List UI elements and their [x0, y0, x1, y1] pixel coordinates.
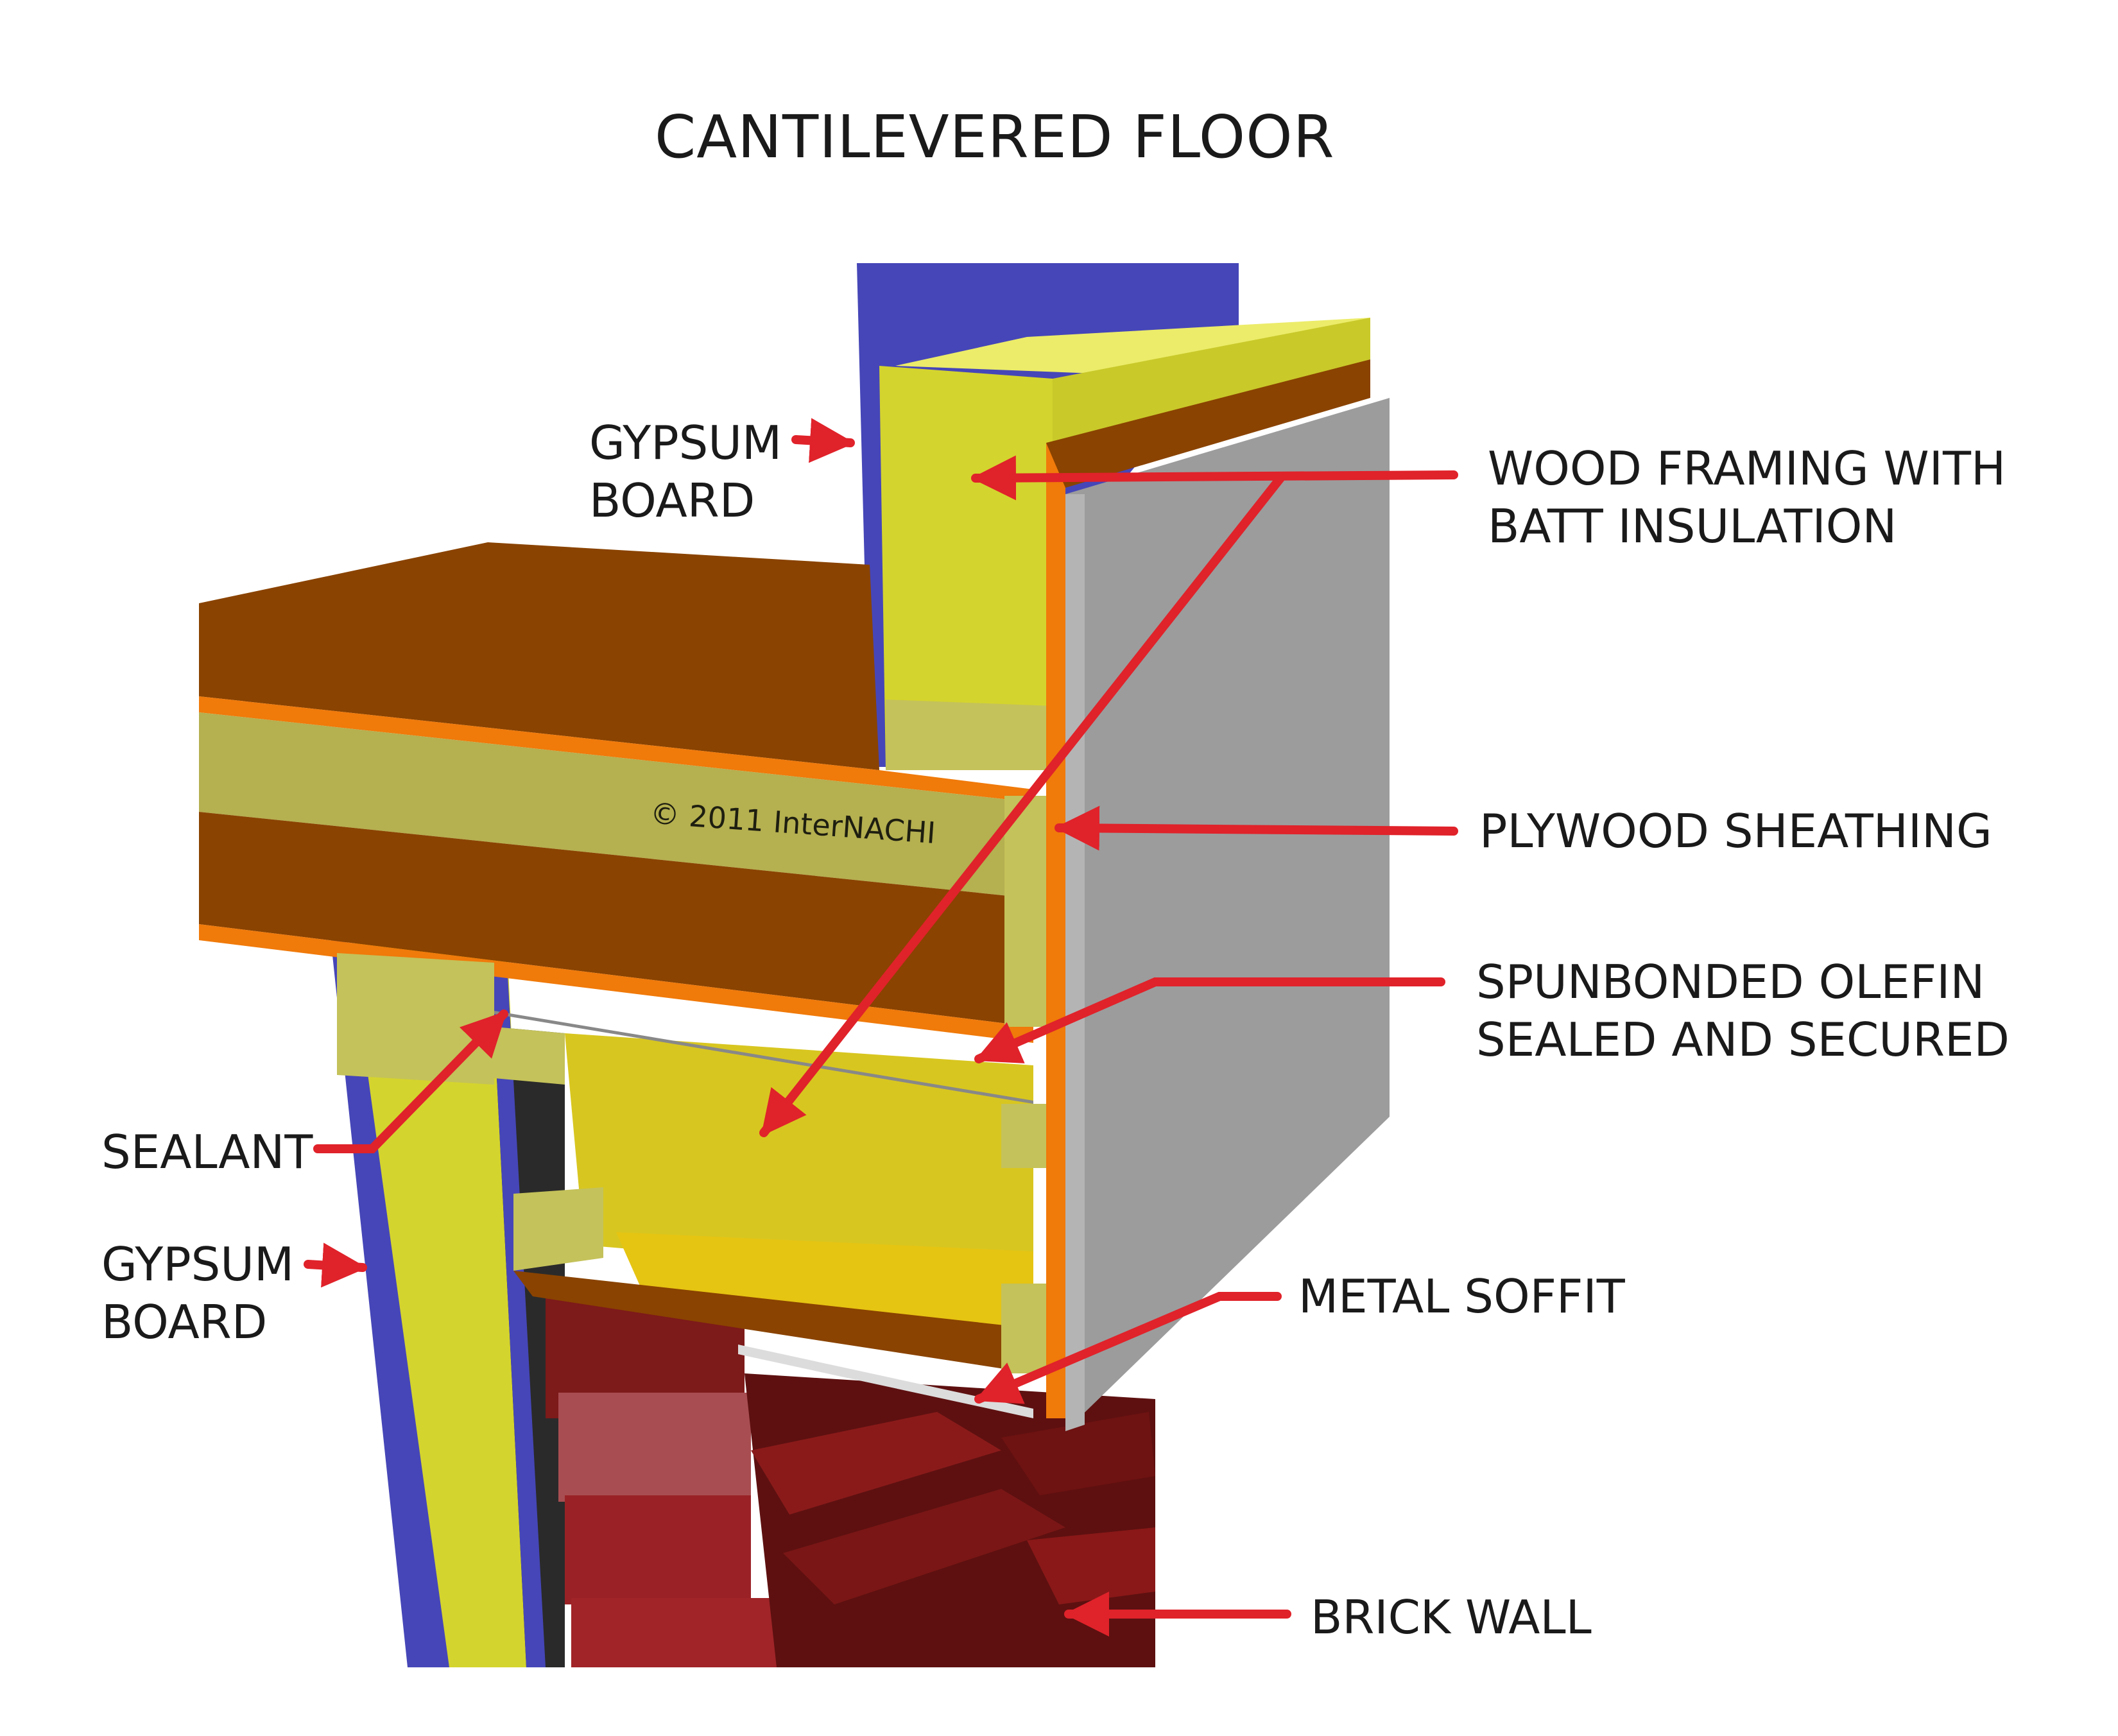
label-line: BOARD	[101, 1295, 268, 1349]
label-line: WOOD FRAMING WITH	[1488, 442, 2006, 495]
upper-wall-insulation-side	[1053, 318, 1370, 449]
arrow-wood-framing-b	[759, 474, 1285, 1137]
brick-wall	[546, 1290, 1155, 1667]
lower-wall-assembly	[331, 937, 565, 1667]
label-metal-soffit: METAL SOFFIT	[1298, 1269, 1625, 1323]
siding-panel-edge	[1065, 494, 1085, 1431]
brick	[571, 1598, 777, 1667]
label-plywood-sheathing: PLYWOOD SHEATHING	[1479, 804, 1992, 858]
brick-course	[751, 1412, 1001, 1515]
label-line: SPUNBONDED OLEFIN	[1476, 955, 1985, 1009]
joist-bottom-edge	[199, 924, 1033, 1043]
label-gypsum-upper: GYPSUM BOARD	[589, 414, 782, 529]
brick	[558, 1393, 751, 1502]
leader-arrows	[304, 418, 1458, 1637]
arrow-sealant	[313, 1010, 508, 1153]
brick-course	[1001, 1412, 1155, 1495]
siding-panel	[1065, 398, 1390, 1431]
block-lower	[513, 1187, 603, 1271]
arrow-plywood	[1055, 805, 1458, 851]
diagram-title: CANTILEVERED FLOOR	[655, 103, 1335, 171]
brick-course	[1027, 1527, 1155, 1604]
label-line: SEALED AND SECURED	[1476, 1013, 2010, 1067]
label-brick-wall: BRICK WALL	[1311, 1590, 1592, 1644]
floor-assembly	[199, 542, 1046, 1418]
label-sealant: SEALANT	[101, 1125, 313, 1179]
arrow-wood-framing-a	[971, 455, 1458, 501]
subfloor-top	[199, 542, 879, 770]
floor-joist-face	[199, 812, 1033, 1027]
brick-course	[783, 1489, 1065, 1604]
label-line: BOARD	[589, 474, 755, 528]
olefin-line	[494, 1011, 1033, 1104]
arrow-gypsum-upper	[791, 418, 855, 463]
arrow-olefin	[974, 977, 1445, 1063]
subfloor-edge	[199, 696, 1033, 802]
plywood-sheathing-edge	[1046, 443, 1065, 1418]
blocking	[337, 953, 494, 1085]
label-line: BATT INSULATION	[1488, 499, 1897, 553]
bottom-plate-wood	[513, 1271, 1033, 1373]
arrow-gypsum-lower	[304, 1242, 367, 1288]
block-right-low	[1001, 1284, 1046, 1373]
exterior-sheathing	[1004, 359, 1390, 1431]
label-line: GYPSUM	[101, 1237, 295, 1291]
label-wood-framing: WOOD FRAMING WITH BATT INSULATION	[1488, 440, 2006, 555]
label-spunbonded-olefin: SPUNBONDED OLEFIN SEALED AND SECURED	[1476, 953, 2010, 1069]
brick	[565, 1495, 751, 1604]
label-gypsum-lower: GYPSUM BOARD	[101, 1235, 294, 1351]
metal-soffit	[738, 1345, 1033, 1418]
cantilever-insulation	[565, 1033, 1033, 1284]
rim-joist-insulation-band	[199, 712, 1033, 898]
blocking	[494, 1027, 565, 1085]
label-line: GYPSUM	[589, 416, 782, 470]
upper-wall-plate	[886, 700, 1053, 770]
plywood-sheathing-top	[1046, 359, 1370, 488]
block-right	[1001, 1104, 1046, 1168]
lower-wall-stud-edge	[491, 963, 546, 1667]
arrow-soffit	[974, 1292, 1282, 1404]
rim-block	[1004, 796, 1046, 1027]
lower-gypsum-board	[331, 937, 449, 1667]
